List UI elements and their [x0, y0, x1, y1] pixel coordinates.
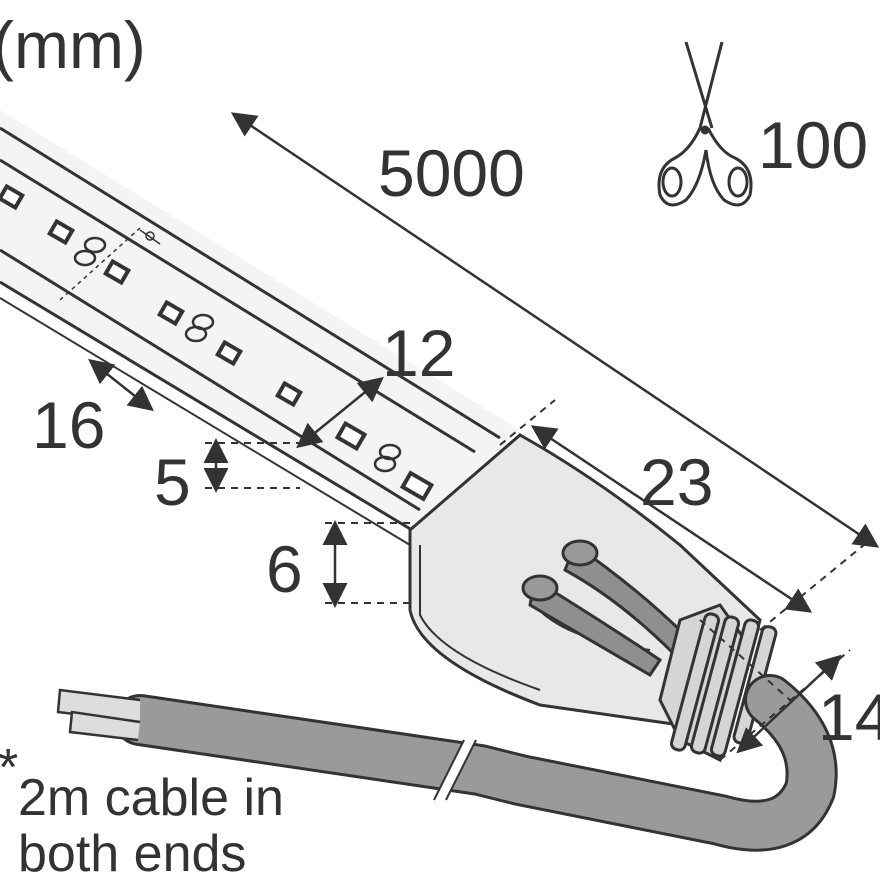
width-label: 12	[382, 316, 455, 390]
cap-dimension-line	[530, 425, 813, 613]
extension-lines	[205, 399, 871, 761]
profile-height-label: 6	[266, 532, 303, 606]
pitch-dimension-line	[88, 358, 154, 412]
led-chip	[0, 183, 26, 211]
length-label: 5000	[378, 136, 525, 210]
asterisk: *	[0, 739, 19, 797]
led-chip	[102, 258, 132, 286]
cut-interval-label: 100	[758, 108, 868, 182]
led-height-label: 5	[154, 445, 191, 519]
end-cap-length-label: 23	[640, 445, 713, 519]
cable-note-line-2: both ends	[18, 825, 247, 883]
cut-mark	[59, 227, 161, 301]
width-dimension-line	[296, 376, 384, 449]
led-chip	[46, 218, 76, 246]
cable-note: * 2m cable in both ends	[0, 740, 378, 883]
scissors-icon	[657, 41, 753, 207]
connector-width-label: 14	[818, 680, 880, 754]
cable-note-line-1: 2m cable in	[18, 769, 284, 827]
unit-label: (mm)	[0, 8, 146, 82]
led-pitch-label: 16	[32, 388, 105, 462]
led-chip	[156, 299, 186, 327]
